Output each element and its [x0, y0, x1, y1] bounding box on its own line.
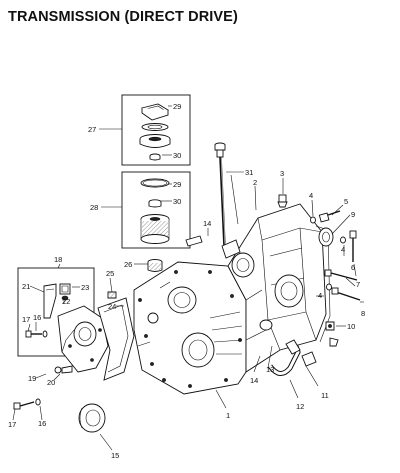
- callout-24: 24: [108, 302, 116, 311]
- callout-26: 26: [124, 260, 132, 269]
- callout-29-b: 29: [173, 180, 181, 189]
- callout-15: 15: [111, 451, 119, 460]
- callout-numbers: 27 29 30 28 29 30 31 2 3 4 5 9 4 6 7 4 8…: [8, 102, 365, 460]
- callout-16: 16: [33, 313, 41, 322]
- page-title: TRANSMISSION (DIRECT DRIVE): [8, 9, 238, 25]
- callout-27: 27: [88, 125, 96, 134]
- callout-14: 14: [203, 219, 211, 228]
- callout-2: 2: [253, 178, 257, 187]
- oil-seal-15: [78, 403, 106, 433]
- callout-17-b: 17: [8, 420, 16, 429]
- callout-28: 28: [90, 203, 98, 212]
- callout-17: 17: [22, 315, 30, 324]
- callout-11: 11: [321, 391, 329, 400]
- callout-9: 9: [351, 210, 355, 219]
- callout-31: 31: [245, 168, 253, 177]
- callout-5: 5: [344, 197, 348, 206]
- callout-6: 6: [351, 263, 355, 272]
- callout-4-c: 4: [318, 291, 322, 300]
- transmission-housing-1: [133, 203, 331, 395]
- callout-8: 8: [361, 309, 365, 318]
- plug-26: [147, 259, 163, 272]
- inset-box-27: [121, 94, 191, 166]
- plug-25: [107, 291, 117, 299]
- callout-30-b: 30: [173, 197, 181, 206]
- callout-16-b: 16: [38, 419, 46, 428]
- callout-25: 25: [106, 269, 114, 278]
- callout-21: 21: [22, 282, 30, 291]
- callout-7: 7: [356, 280, 360, 289]
- callout-3: 3: [280, 169, 284, 178]
- callout-4-b: 4: [341, 245, 345, 254]
- callout-19: 19: [28, 374, 36, 383]
- dipstick-31: [214, 142, 226, 247]
- callout-10: 10: [347, 322, 355, 331]
- callout-13: 13: [266, 365, 274, 374]
- breather-3: [277, 194, 288, 208]
- callout-18: 18: [54, 255, 62, 264]
- callout-30: 30: [173, 151, 181, 160]
- callout-4: 4: [309, 191, 313, 200]
- callout-12: 12: [296, 402, 304, 411]
- pump-assembly-18: [17, 267, 135, 381]
- callout-1: 1: [226, 411, 230, 420]
- inset-box-28: [121, 171, 191, 249]
- bolt-17-washer-16: [13, 398, 41, 410]
- right-hardware: [185, 210, 361, 376]
- leader-lines: [12, 105, 364, 451]
- callout-29: 29: [173, 102, 181, 111]
- callout-20: 20: [47, 378, 55, 387]
- callout-14-b: 14: [250, 376, 258, 385]
- callout-22: 22: [62, 297, 70, 306]
- callout-23: 23: [81, 283, 89, 292]
